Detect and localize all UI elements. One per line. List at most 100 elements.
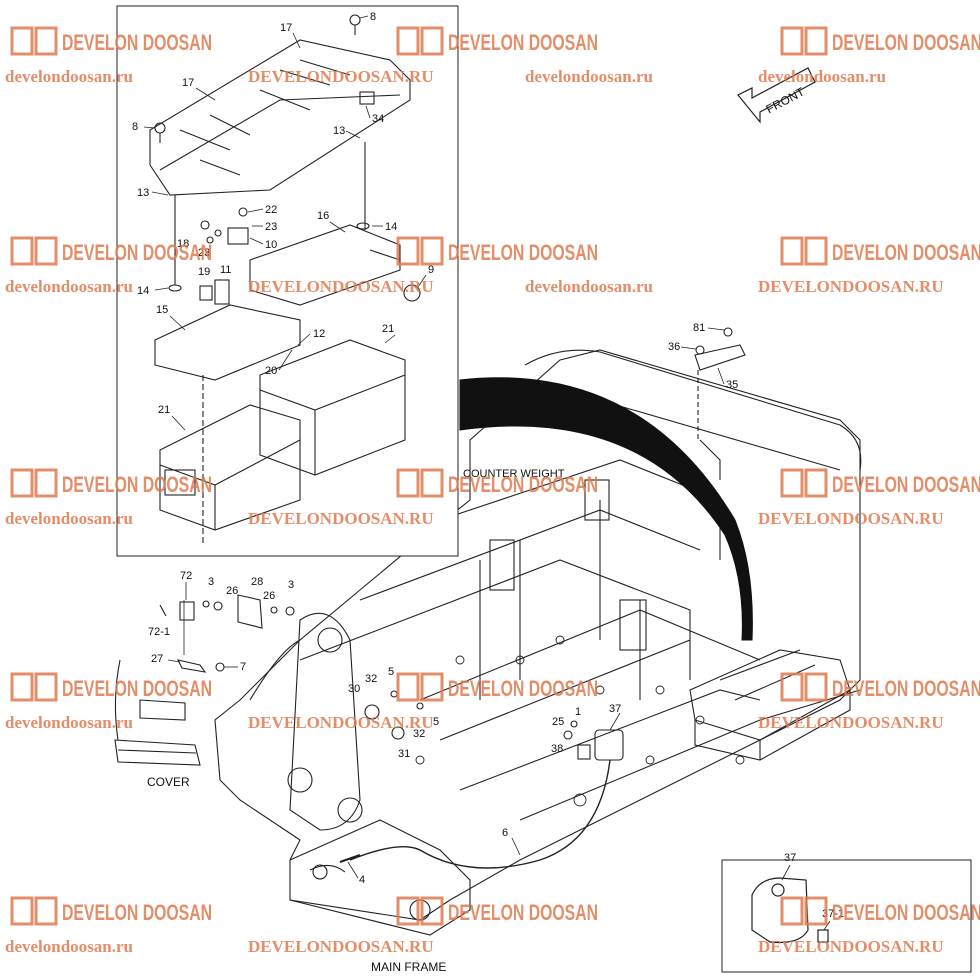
callout-13: 13 (333, 125, 345, 137)
watermark-logo-icon (780, 468, 828, 498)
callout-25: 25 (552, 716, 564, 728)
watermark-url: DEVELONDOOSAN.RU (758, 713, 944, 732)
watermark-url: DEVELONDOOSAN.RU (248, 67, 434, 86)
callout-18: 18 (177, 238, 189, 250)
callout-34: 34 (372, 113, 384, 125)
watermark-url: develondoosan.ru (5, 67, 133, 86)
watermark-url: develondoosan.ru (5, 277, 133, 296)
callout-17: 17 (182, 77, 194, 89)
callout-37: 37 (784, 852, 796, 864)
watermark-brand: DEVELON DOOSAN (62, 900, 212, 925)
callout-22: 22 (265, 204, 277, 216)
watermark-url: DEVELONDOOSAN.RU (758, 277, 944, 296)
callout-37: 37 (609, 703, 621, 715)
watermark-brand: DEVELON DOOSAN (448, 472, 598, 497)
callout-21: 21 (382, 323, 394, 335)
callout-28: 28 (251, 576, 263, 588)
watermark-url: DEVELONDOOSAN.RU (248, 277, 434, 296)
watermark-brand: DEVELON DOOSAN (62, 30, 212, 55)
callout-5: 5 (433, 716, 439, 728)
callout-30: 30 (348, 683, 360, 695)
callout-35: 35 (726, 379, 738, 391)
watermark-brand: DEVELON DOOSAN (832, 472, 980, 497)
callout-26: 26 (263, 590, 275, 602)
callout-14: 14 (137, 285, 149, 297)
watermark-logo-icon (396, 672, 444, 702)
watermark-logo-icon (10, 236, 58, 266)
watermark-url: DEVELONDOOSAN.RU (248, 713, 434, 732)
battery-assembly-drawing (149, 14, 421, 545)
callout-10: 10 (265, 239, 277, 251)
watermark-brand: DEVELON DOOSAN (448, 676, 598, 701)
callout-9: 9 (428, 264, 434, 276)
watermark-brand: DEVELON DOOSAN (62, 676, 212, 701)
watermark-brand: DEVELON DOOSAN (832, 900, 980, 925)
callout-group: 8 17 17 8 34 13 13 22 18 23 23 10 16 14 … (132, 11, 844, 920)
callout-7: 7 (240, 661, 246, 673)
callout-13: 13 (137, 187, 149, 199)
callout-81: 81 (693, 322, 705, 334)
watermark-brand: DEVELON DOOSAN (832, 240, 980, 265)
direction-arc (459, 377, 753, 641)
watermark-logo-icon (10, 672, 58, 702)
watermark-logo-icon (396, 468, 444, 498)
sensor-inset-drawing (751, 877, 829, 944)
watermark-url: DEVELONDOOSAN.RU (248, 937, 434, 956)
watermark-logo-icon (780, 672, 828, 702)
callout-26: 26 (226, 585, 238, 597)
watermark-logo-icon (396, 236, 444, 266)
callout-37-1: 37-1 (822, 908, 844, 920)
inset-frame (116, 5, 459, 557)
watermark-logo-icon (10, 896, 58, 926)
callout-38: 38 (551, 743, 563, 755)
callout-21: 21 (158, 404, 170, 416)
callout-32: 32 (365, 673, 377, 685)
main-frame-drawing (114, 349, 862, 936)
watermark-logo-icon (780, 26, 828, 56)
callout-8: 8 (132, 121, 138, 133)
callout-16: 16 (317, 210, 329, 222)
callout-23: 23 (265, 221, 277, 233)
main-frame-label: MAIN FRAME (371, 960, 446, 974)
watermark-logo-icon (10, 26, 58, 56)
callout-23: 23 (198, 247, 210, 259)
watermark-logo-icon (10, 468, 58, 498)
callout-36: 36 (668, 341, 680, 353)
watermark-brand: DEVELON DOOSAN (62, 472, 212, 497)
callout-72-1: 72-1 (148, 626, 170, 638)
callout-32: 32 (413, 728, 425, 740)
callout-15: 15 (156, 304, 168, 316)
callout-6: 6 (502, 827, 508, 839)
watermark-logo-icon (396, 896, 444, 926)
callout-14: 14 (385, 221, 397, 233)
callout-72: 72 (180, 570, 192, 582)
watermark-brand: DEVELON DOOSAN (832, 676, 980, 701)
leader-lines (143, 15, 831, 931)
watermark-url: develondoosan.ru (758, 67, 886, 86)
callout-1: 1 (575, 706, 581, 718)
watermark-url: develondoosan.ru (5, 937, 133, 956)
cover-label: COVER (147, 775, 190, 789)
callout-20: 20 (265, 365, 277, 377)
watermark-logo-icon (780, 896, 828, 926)
sensor-inset-frame (721, 859, 972, 973)
callout-12: 12 (313, 328, 325, 340)
watermark-url: DEVELONDOOSAN.RU (248, 509, 434, 528)
watermark-url: DEVELONDOOSAN.RU (758, 509, 944, 528)
watermark-brand: DEVELON DOOSAN (62, 240, 212, 265)
watermark-logo-icon (396, 26, 444, 56)
callout-8: 8 (370, 11, 376, 23)
watermark-url: develondoosan.ru (5, 509, 133, 528)
callout-19: 19 (198, 266, 210, 278)
watermark-brand: DEVELON DOOSAN (448, 30, 598, 55)
watermark-brand: DEVELON DOOSAN (448, 240, 598, 265)
callout-17: 17 (280, 22, 292, 34)
callout-3: 3 (208, 576, 214, 588)
watermark-url: develondoosan.ru (5, 713, 133, 732)
watermark-logo-icon (780, 236, 828, 266)
callout-5: 5 (388, 666, 394, 678)
watermark-url: develondoosan.ru (525, 277, 653, 296)
callout-3: 3 (288, 579, 294, 591)
